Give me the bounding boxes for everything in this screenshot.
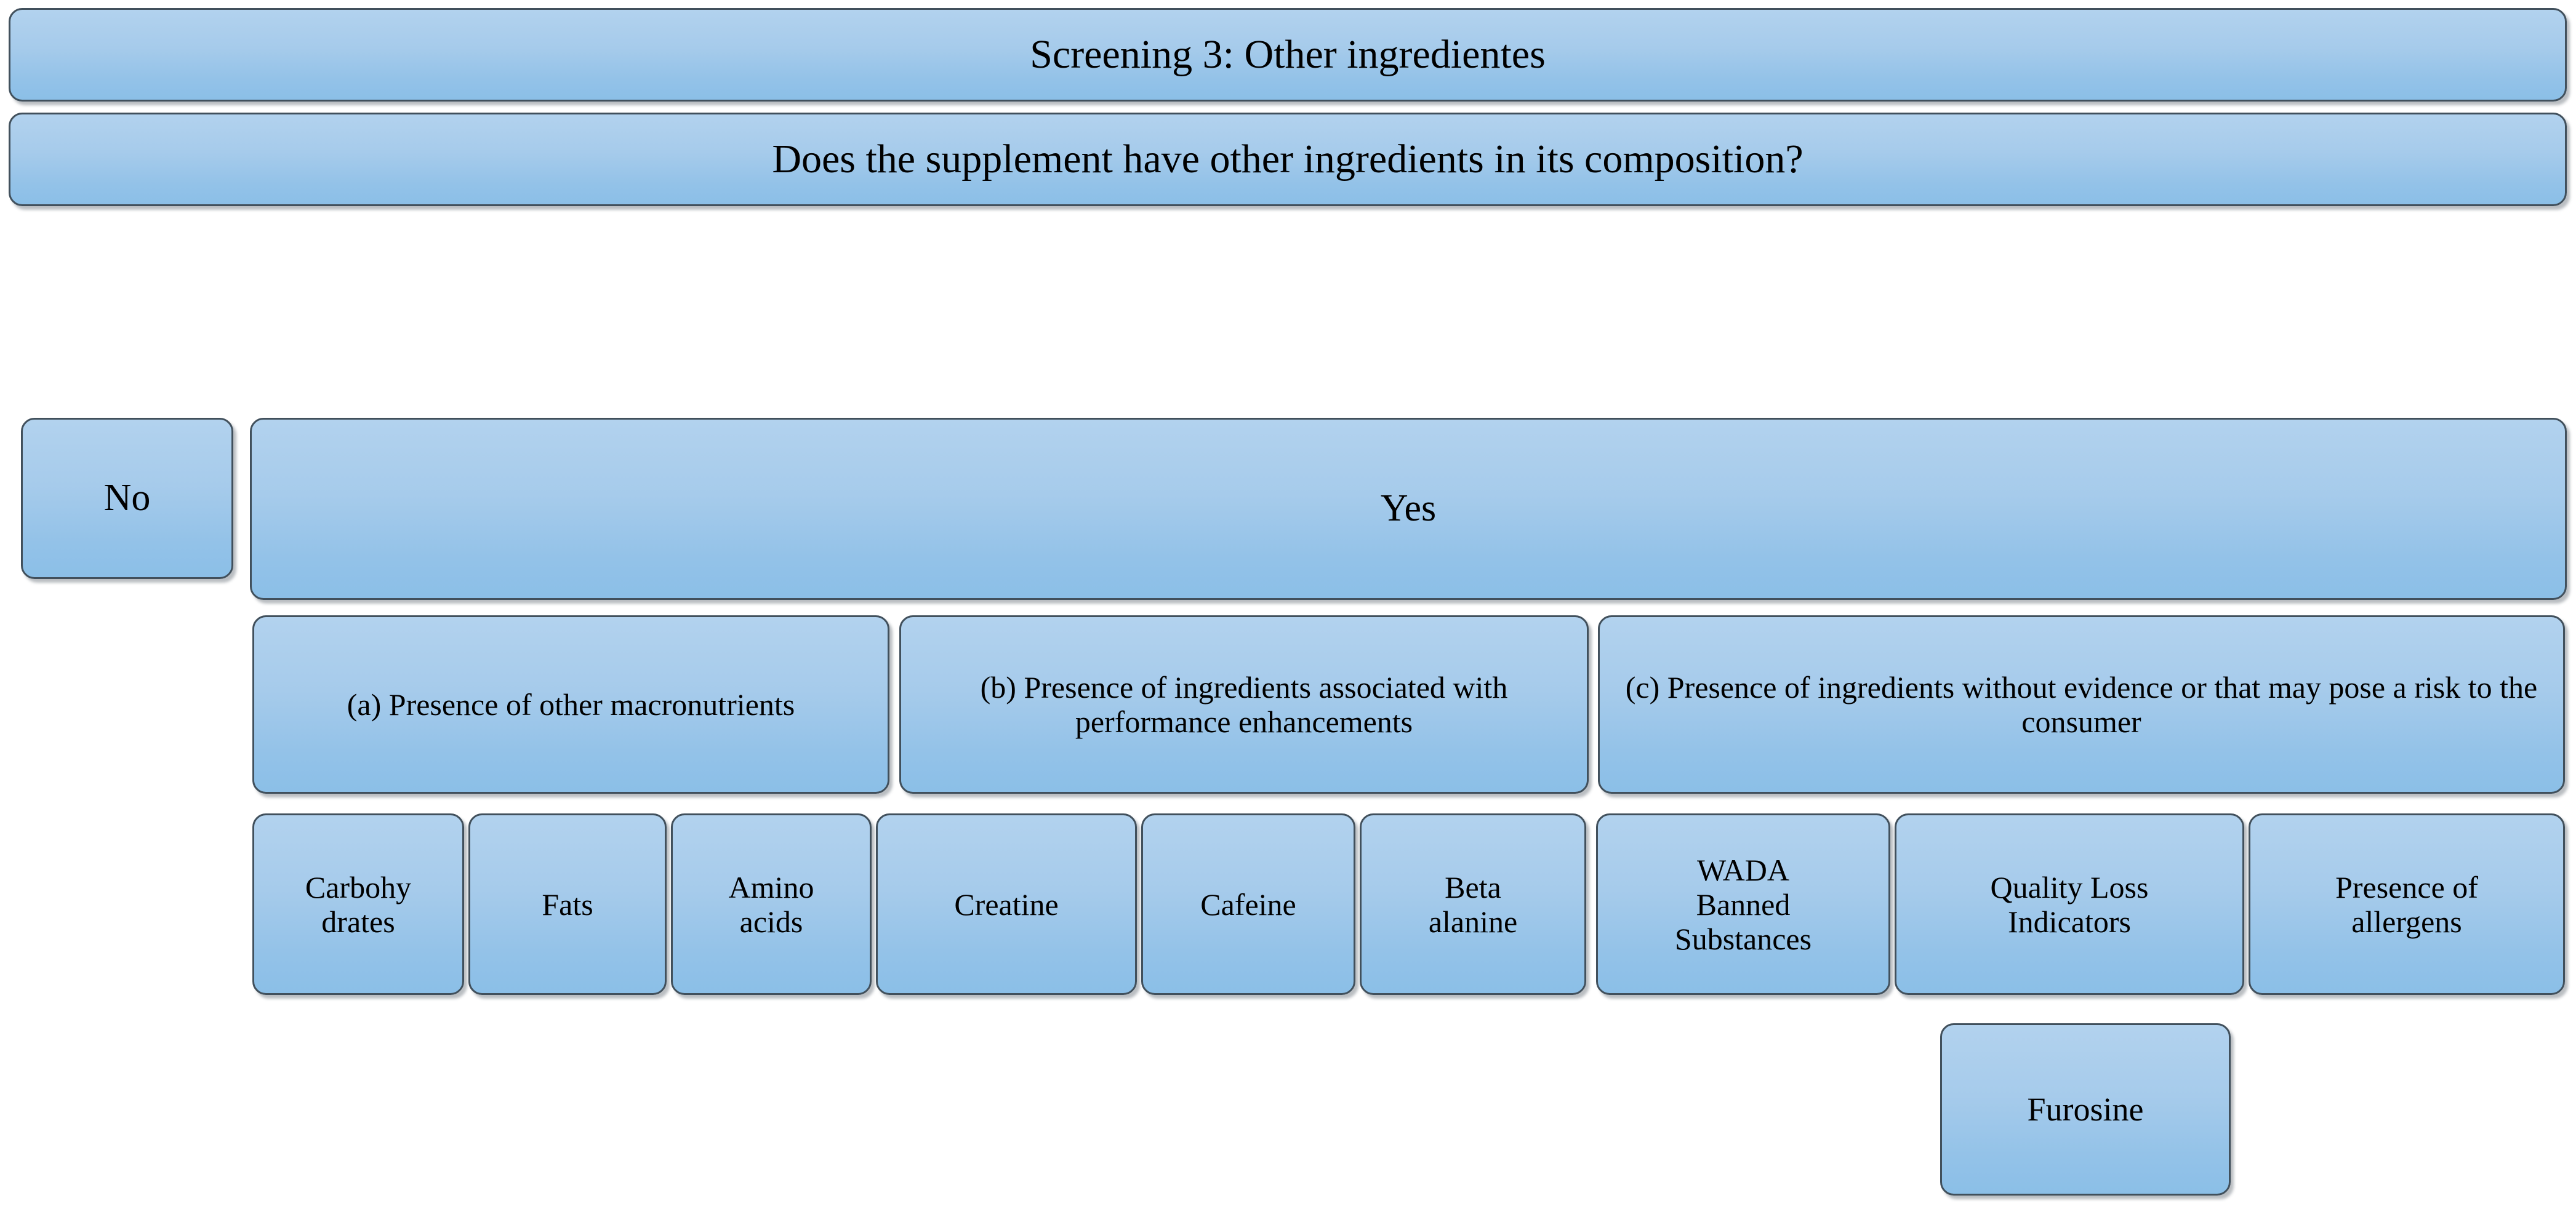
screening-question-banner: Does the supplement have other ingredien…: [9, 113, 2567, 206]
leaf-carbohydrates[interactable]: Carbohy drates: [252, 813, 464, 995]
category-b-box[interactable]: (b) Presence of ingredients associated w…: [899, 615, 1589, 794]
leaf-creatine[interactable]: Creatine: [876, 813, 1137, 995]
leaf-presence-of-allergens[interactable]: Presence of allergens: [2249, 813, 2565, 995]
answer-no-box[interactable]: No: [21, 418, 233, 579]
leaf-cafeine[interactable]: Cafeine: [1141, 813, 1355, 995]
leaf-quality-loss-indicators[interactable]: Quality Loss Indicators: [1895, 813, 2244, 995]
leaf-fats[interactable]: Fats: [468, 813, 667, 995]
category-c-box[interactable]: (c) Presence of ingredients without evid…: [1598, 615, 2565, 794]
leaf-amino-acids[interactable]: Amino acids: [671, 813, 872, 995]
leaf-wada-banned-substances[interactable]: WADA Banned Substances: [1596, 813, 1890, 995]
leaf-beta-alanine[interactable]: Beta alanine: [1360, 813, 1586, 995]
category-a-box[interactable]: (a) Presence of other macronutrients: [252, 615, 889, 794]
answer-yes-box[interactable]: Yes: [250, 418, 2567, 600]
screening-title-banner: Screening 3: Other ingredientes: [9, 8, 2567, 102]
subleaf-furosine[interactable]: Furosine: [1940, 1023, 2231, 1196]
